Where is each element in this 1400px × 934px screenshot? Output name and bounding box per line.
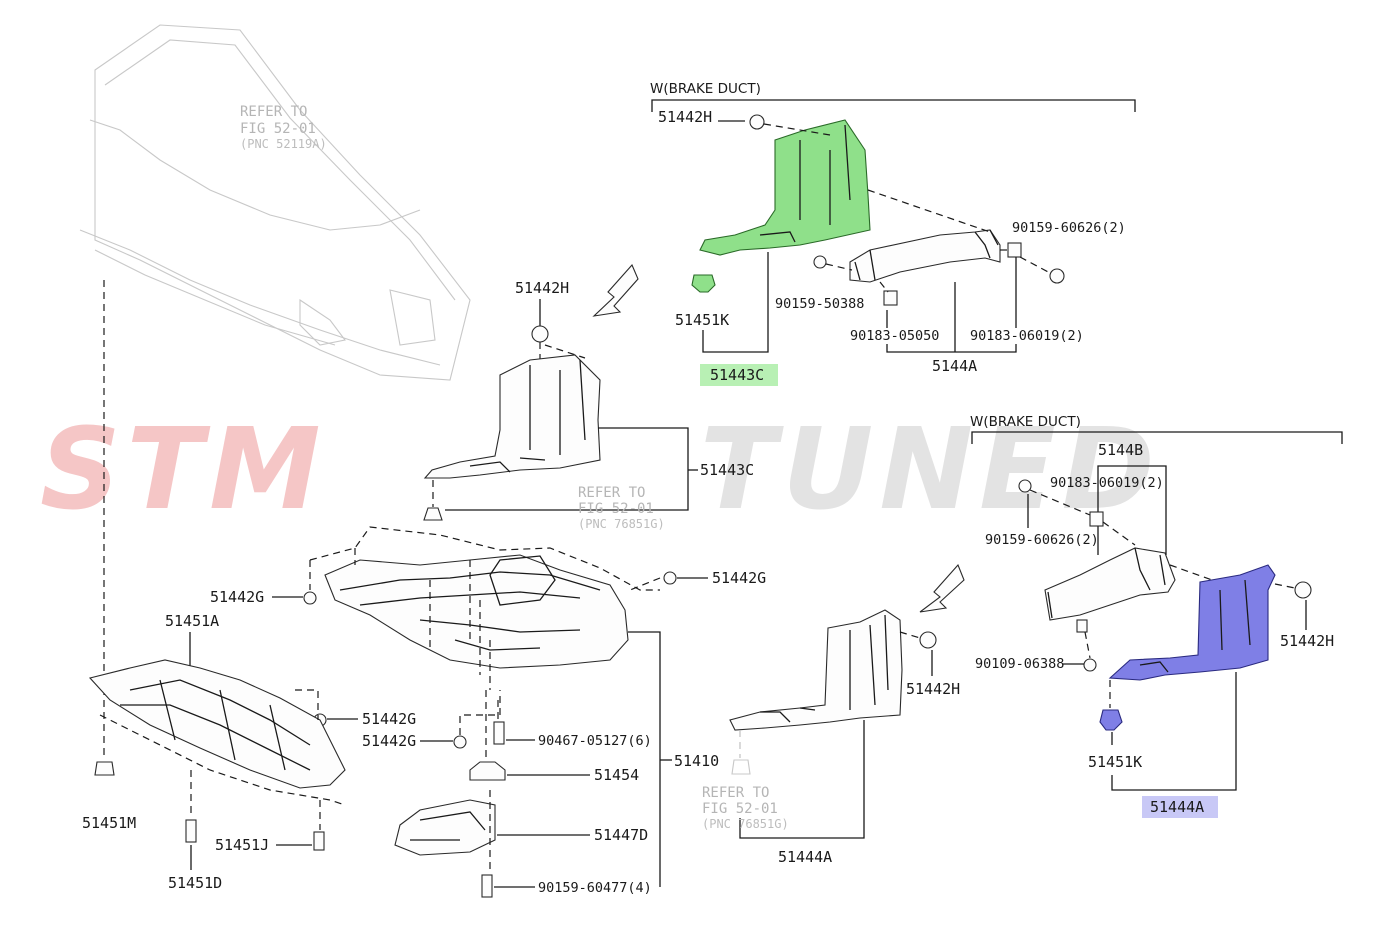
label-51454: 51454: [594, 766, 639, 784]
bolt-90109-06388: [1083, 658, 1097, 672]
watermark: STM TUNED: [40, 405, 1161, 535]
watermark-stm: STM: [40, 405, 327, 535]
clip-51451M: [94, 761, 115, 776]
label-top-90159-50388: 90159-50388: [775, 296, 864, 312]
label-left-51442G-a: 51442G: [210, 588, 264, 606]
ref-mid-line3: (PNC 76851G): [578, 517, 665, 531]
nut-90183-05050: [883, 290, 898, 306]
dash-duct: [867, 189, 991, 233]
label-top-51451K: 51451K: [675, 311, 729, 329]
part-51443C-plain: [423, 354, 601, 479]
header-top: W(BRAKE DUCT): [650, 81, 761, 97]
clip-51451K-right: [1099, 709, 1123, 731]
label-r-90109-06388: 90109-06388: [975, 656, 1064, 672]
label-51447D: 51447D: [594, 826, 648, 844]
label-left-51442G-c: 51442G: [362, 732, 416, 750]
bolt-51442H-right: [1294, 581, 1312, 599]
part-51444A-plain: [729, 609, 903, 731]
bolt-51442G-right-a: [663, 571, 677, 585]
label-lower-51444A: 51444A: [778, 848, 832, 866]
bracket-90109-06388: [1076, 619, 1088, 633]
ref-mid-line1: REFER TO: [578, 485, 645, 501]
label-r-90159-60626: 90159-60626(2): [985, 532, 1099, 548]
label-r-51442H: 51442H: [1280, 632, 1334, 650]
label-top-90159-60626: 90159-60626(2): [1012, 220, 1126, 236]
label-mid-51442H: 51442H: [515, 279, 569, 297]
label-top-90183-05050: 90183-05050: [850, 328, 939, 344]
bolt-90467-05127: [493, 721, 505, 745]
ref-lower-line3: (PNC 76851G): [702, 817, 789, 831]
main-undercover-51410: [324, 554, 629, 669]
ref-bumper-line1: REFER TO: [240, 104, 307, 120]
label-bg-51443C: [700, 364, 778, 386]
ref-lower-line2: FIG 52-01: [702, 801, 778, 817]
label-left-51451M: 51451M: [82, 814, 136, 832]
bolt-51451D: [185, 819, 197, 843]
label-r-5144B: 5144B: [1098, 441, 1143, 459]
ref-lower-line1: REFER TO: [702, 785, 769, 801]
brake-duct-5144A: [849, 229, 1001, 283]
ref-bumper-line2: FIG 52-01: [240, 121, 316, 137]
label-bg-51444A: [1142, 796, 1218, 818]
direction-arrow-lower: [919, 563, 965, 613]
label-lower-51442H: 51442H: [906, 680, 960, 698]
label-left-51451A: 51451A: [165, 612, 219, 630]
clip-51451K-top: [691, 274, 716, 293]
bracket-51454: [469, 761, 506, 781]
bracket-right: [971, 431, 1343, 444]
label-r-51444A: 51444A: [1150, 798, 1204, 816]
bracket-top: [651, 99, 1136, 112]
label-top-51442H: 51442H: [658, 108, 712, 126]
bolt-90159-60626-top: [1049, 268, 1065, 284]
bolt-90159-60477: [481, 874, 493, 898]
bolt-51442H-mid: [531, 325, 549, 343]
bolt-51442H-top: [749, 114, 765, 130]
nut-90183-06019-right: [1089, 511, 1104, 527]
label-left-51451J: 51451J: [215, 836, 269, 854]
bolt-51442H-lower: [919, 631, 937, 649]
direction-arrow-mid: [592, 263, 639, 317]
label-left-51451D: 51451D: [168, 874, 222, 892]
watermark-tuned: TUNED: [700, 405, 1161, 535]
label-top-90183-06019: 90183-06019(2): [970, 328, 1084, 344]
part-51443C-highlighted: [699, 119, 871, 256]
bolt-90159-50388: [813, 255, 827, 269]
ref-bumper-line3: (PNC 52119A): [240, 137, 327, 151]
clip-lower-faint: [731, 759, 751, 775]
dash-outline-51410-top: [309, 526, 660, 591]
label-90467-05127: 90467-05127(6): [538, 733, 652, 749]
brake-duct-5144B: [1044, 547, 1176, 621]
bolt-90159-60626-right: [1018, 479, 1032, 493]
lower-cover-51451A: [88, 659, 346, 789]
label-mid-51443C: 51443C: [700, 461, 754, 479]
nut-90183-06019-top: [1007, 242, 1022, 258]
label-top-5144A: 5144A: [932, 357, 977, 375]
bolt-51442G-left-a: [303, 591, 317, 605]
label-r-90183-06019: 90183-06019(2): [1050, 475, 1164, 491]
bolt-51442G-left-c: [453, 735, 467, 749]
label-right-51442G-a: 51442G: [712, 569, 766, 587]
front-bumper-reference: [79, 24, 471, 381]
part-51444A-highlighted: [1108, 564, 1276, 681]
bolt-51451J: [313, 831, 325, 851]
label-r-51451K: 51451K: [1088, 753, 1142, 771]
label-left-51442G-b: 51442G: [362, 710, 416, 728]
clip-mid: [423, 507, 443, 521]
header-right: W(BRAKE DUCT): [970, 414, 1081, 430]
label-51410: 51410: [674, 752, 719, 770]
label-top-51443C: 51443C: [710, 366, 764, 384]
label-90159-60477: 90159-60477(4): [538, 880, 652, 896]
cover-51447D: [394, 799, 496, 856]
ref-mid-line2: FIG 52-01: [578, 501, 654, 517]
